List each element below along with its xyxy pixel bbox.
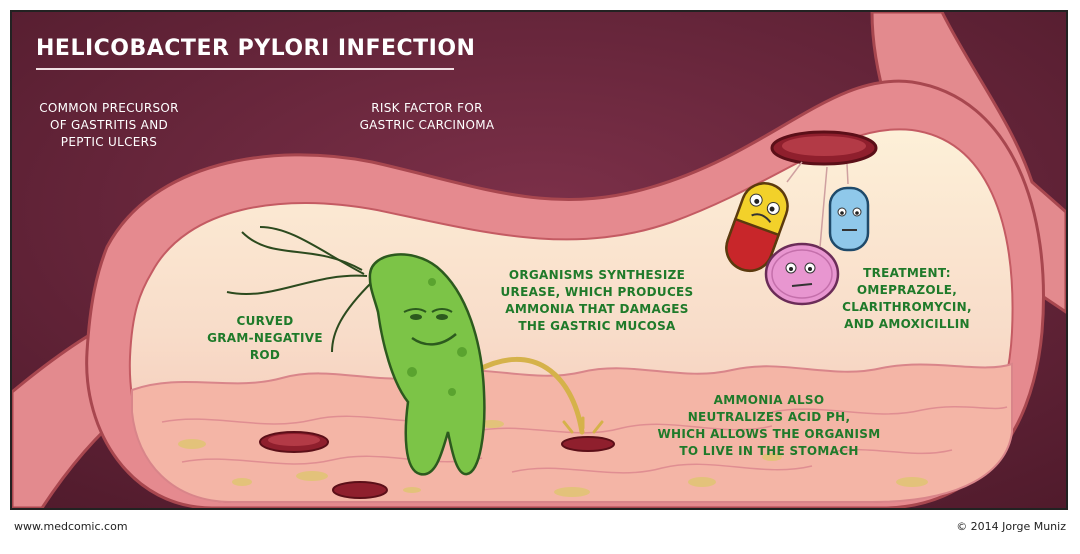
stomach-illustration [12, 12, 1066, 508]
comic-title: HELICOBACTER PYLORI INFECTION [36, 36, 476, 61]
h-pylori-bacterium [368, 253, 486, 476]
caption-ammonia: AMMONIA ALSO NEUTRALIZES ACID PH, WHICH … [644, 392, 894, 460]
caption-line: GASTRIC CARCINOMA [359, 118, 495, 132]
caption-line: COMMON PRECURSOR [39, 101, 179, 115]
comic-panel: HELICOBACTER PYLORI INFECTION COMMON PRE… [10, 10, 1068, 510]
caption-line: WHICH ALLOWS THE ORGANISM [657, 427, 881, 441]
caption-line: TREATMENT: [863, 266, 951, 280]
caption-line: GRAM-NEGATIVE [207, 331, 323, 345]
caption-line: PEPTIC ULCERS [60, 135, 158, 149]
ulcers [259, 431, 615, 499]
caption-line: ORGANISMS SYNTHESIZE [508, 268, 686, 282]
caption-risk: RISK FACTOR FOR GASTRIC CARCINOMA [352, 100, 502, 134]
amoxicillin-tablet [828, 186, 870, 252]
mucosa-spots [178, 420, 928, 497]
ammonia-stream [475, 357, 585, 435]
caption-line: ROD [249, 348, 281, 362]
copyright-credit: © 2014 Jorge Muniz [956, 520, 1066, 533]
motion-lines [786, 161, 849, 248]
caption-urease: ORGANISMS SYNTHESIZE UREASE, WHICH PRODU… [492, 267, 702, 335]
clarithromycin-tablet [764, 242, 840, 306]
omeprazole-capsule [725, 182, 789, 272]
caption-line: UREASE, WHICH PRODUCES [500, 285, 694, 299]
caption-line: CLARITHROMYCIN, [842, 300, 972, 314]
caption-line: THE GASTRIC MUCOSA [518, 319, 676, 333]
website-credit: www.medcomic.com [14, 520, 128, 533]
caption-line: RISK FACTOR FOR [371, 101, 483, 115]
caption-line: AND AMOXICILLIN [844, 317, 970, 331]
caption-precursor: COMMON PRECURSOR OF GASTRITIS AND PEPTIC… [34, 100, 184, 151]
caption-treatment: TREATMENT: OMEPRAZOLE, CLARITHROMYCIN, A… [827, 265, 987, 333]
caption-line: CURVED [236, 314, 294, 328]
flagella [226, 226, 373, 353]
bacterium-spots [407, 278, 467, 396]
caption-line: AMMONIA ALSO [713, 393, 825, 407]
caption-line: OMEPRAZOLE, [856, 283, 958, 297]
caption-rod: CURVED GRAM-NEGATIVE ROD [200, 313, 330, 364]
caption-line: NEUTRALIZES ACID PH, [687, 410, 851, 424]
caption-line: OF GASTRITIS AND [49, 118, 169, 132]
caption-line: TO LIVE IN THE STOMACH [679, 444, 859, 458]
title-underline [36, 68, 454, 70]
splash [562, 416, 604, 434]
caption-line: AMMONIA THAT DAMAGES [505, 302, 689, 316]
